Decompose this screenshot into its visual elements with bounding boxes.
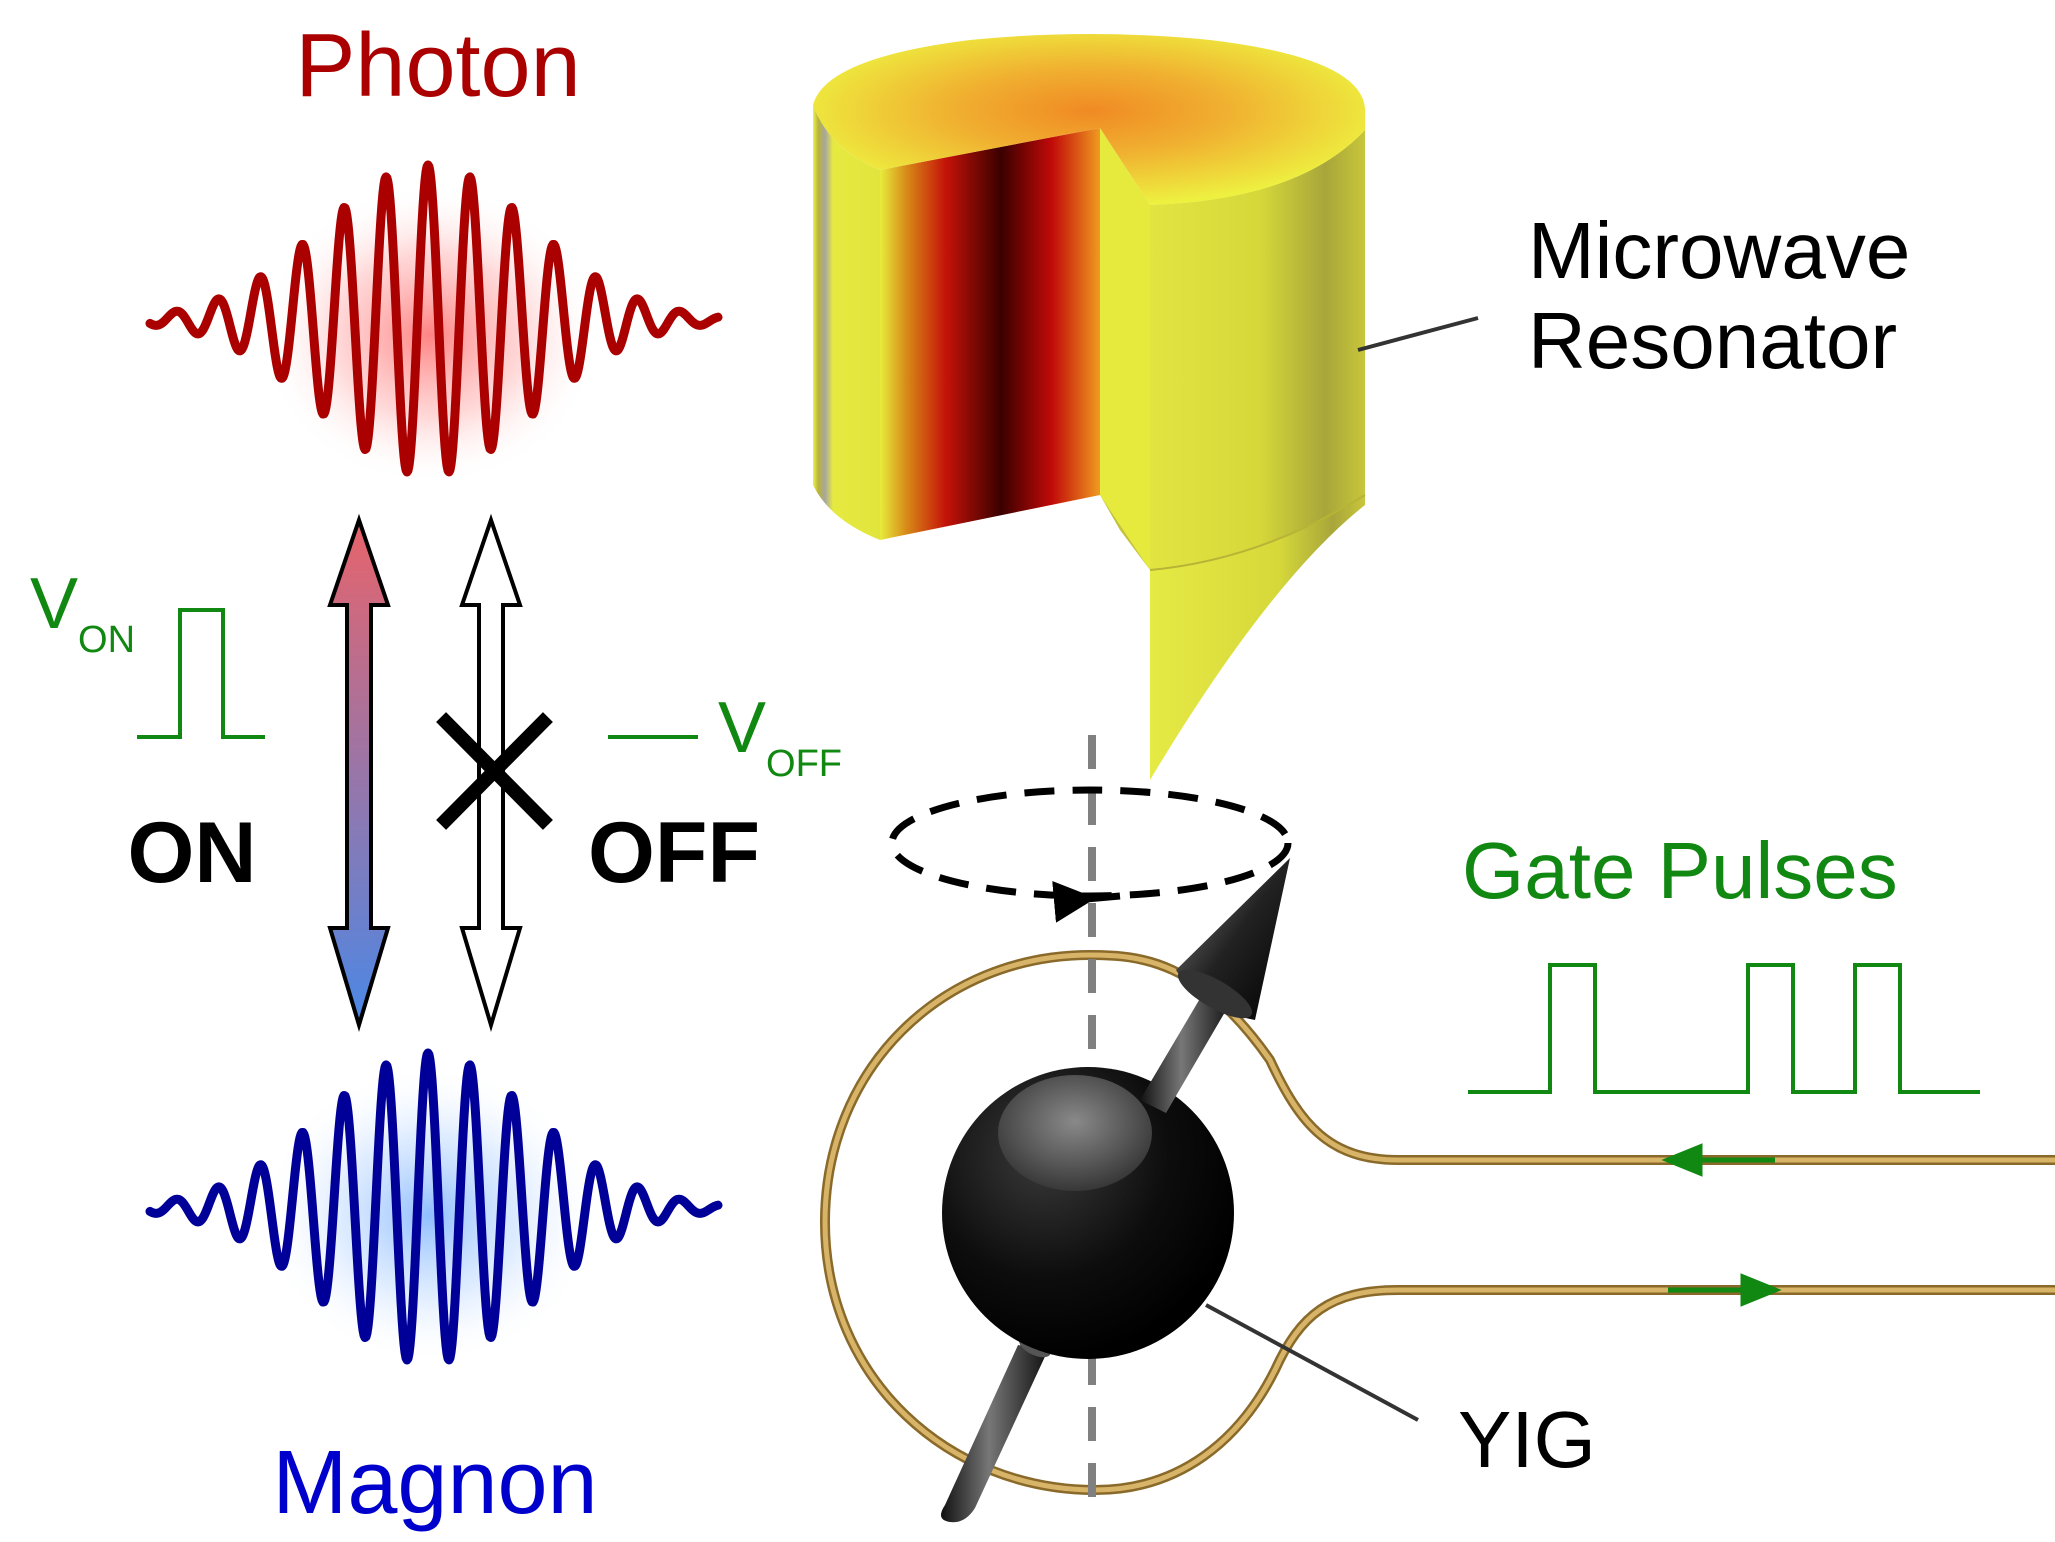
v-on-main: V bbox=[30, 564, 78, 644]
current-arrows bbox=[1661, 1143, 1782, 1307]
yig-pointer-line bbox=[1205, 1303, 1419, 1422]
v-off-sub: OFF bbox=[766, 743, 842, 785]
photon-wave-icon bbox=[145, 160, 723, 477]
v-on-pulse-icon bbox=[137, 608, 265, 739]
resonator-label-line1: Microwave bbox=[1528, 206, 1910, 295]
resonator-label-line2: Resonator bbox=[1528, 296, 1897, 385]
v-on-label: VON bbox=[30, 564, 135, 661]
v-on-sub: ON bbox=[78, 619, 135, 661]
precession-direction-arrow-icon bbox=[1052, 880, 1121, 923]
yig-label: YIG bbox=[1458, 1395, 1596, 1484]
gate-pulses-icon bbox=[1468, 963, 1980, 1094]
magnon-label: Magnon bbox=[272, 1433, 597, 1533]
on-double-arrow-icon bbox=[327, 513, 391, 1032]
gate-pulses-label: Gate Pulses bbox=[1462, 826, 1898, 915]
spin-arrow-icon bbox=[941, 858, 1290, 1523]
photon-label: Photon bbox=[295, 16, 580, 116]
cylinder-resonator-icon bbox=[813, 34, 1366, 780]
v-off-label: VOFF bbox=[718, 688, 842, 785]
off-cross-icon bbox=[436, 712, 553, 830]
on-label: ON bbox=[128, 805, 257, 901]
wire-loop-icon bbox=[820, 950, 2055, 1495]
magnon-wave-icon bbox=[145, 1048, 723, 1365]
v-off-main: V bbox=[718, 688, 766, 768]
off-label: OFF bbox=[588, 805, 760, 901]
resonator-pointer-line bbox=[1357, 316, 1479, 352]
